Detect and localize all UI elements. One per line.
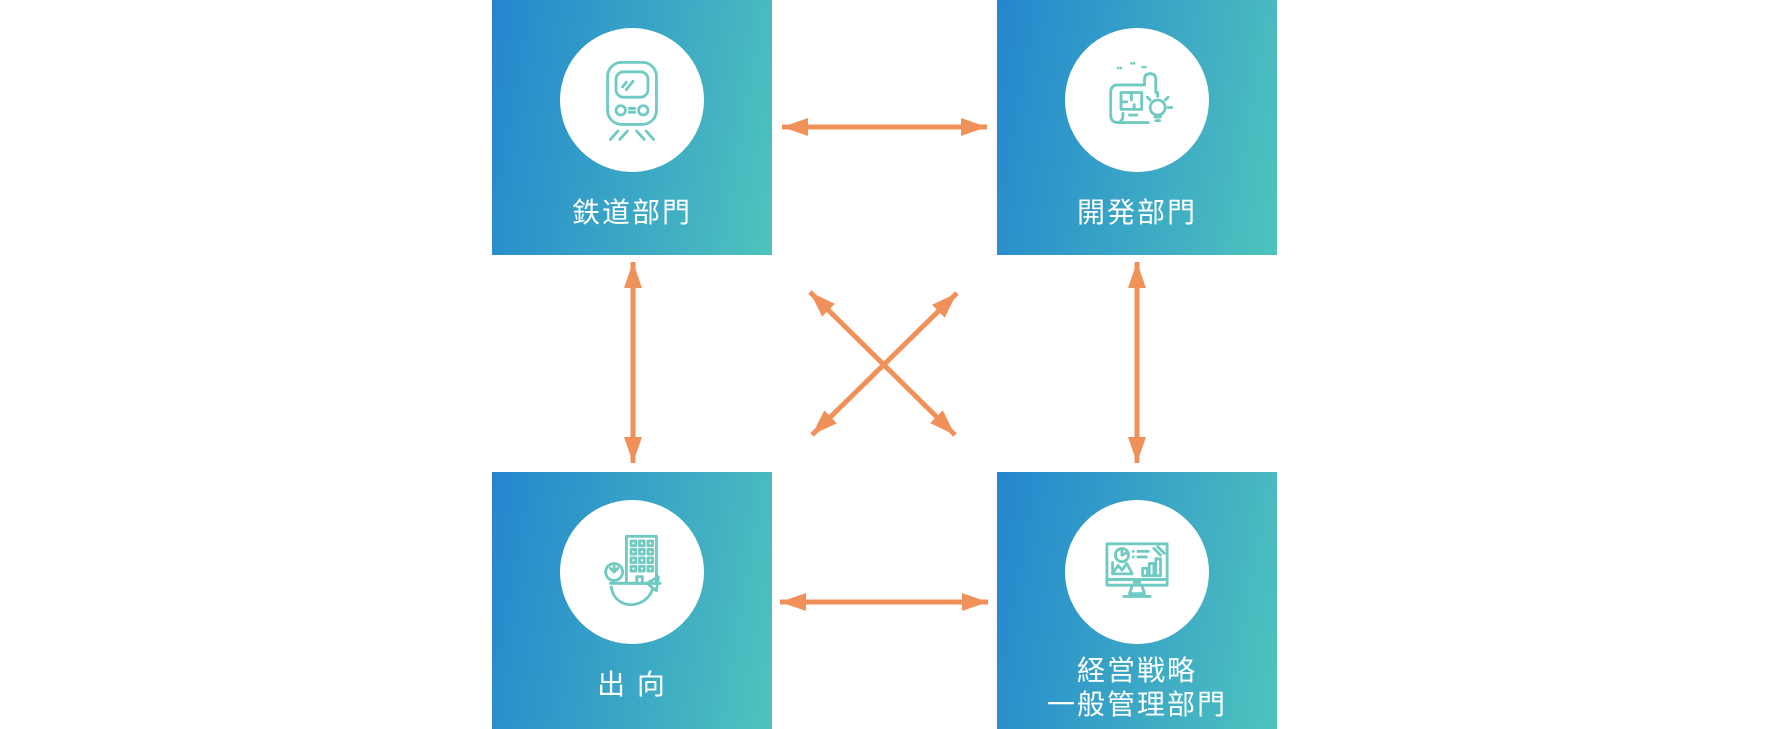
- icon-circle: [560, 28, 704, 172]
- card-label-management-line2: 一般管理部門: [1046, 689, 1227, 720]
- arrow-railway-management: [808, 290, 957, 437]
- arrow-secondment-development: [810, 291, 959, 437]
- icon-circle: [1065, 500, 1209, 644]
- card-management-department: 経営戦略 一般管理部門: [997, 472, 1277, 729]
- card-development-department: 開発部門: [997, 0, 1277, 255]
- card-label-development: 開発部門: [1076, 197, 1197, 228]
- card-label-railway: 鉄道部門: [571, 197, 692, 228]
- card-railway-department: 鉄道部門: [492, 0, 772, 255]
- monitor-analytics-icon: [1105, 542, 1169, 598]
- card-label-management-line1: 経営戦略: [1076, 655, 1197, 686]
- icon-circle: [1065, 28, 1209, 172]
- icon-circle: [560, 500, 704, 644]
- blueprint-idea-icon: [1109, 62, 1174, 124]
- building-transfer-icon: [604, 534, 662, 607]
- card-secondment: 出 向: [492, 472, 772, 729]
- card-label-management: 経営戦略 一般管理部門: [1047, 654, 1227, 722]
- card-label-secondment: 出 向: [597, 669, 667, 700]
- train-icon: [606, 60, 658, 141]
